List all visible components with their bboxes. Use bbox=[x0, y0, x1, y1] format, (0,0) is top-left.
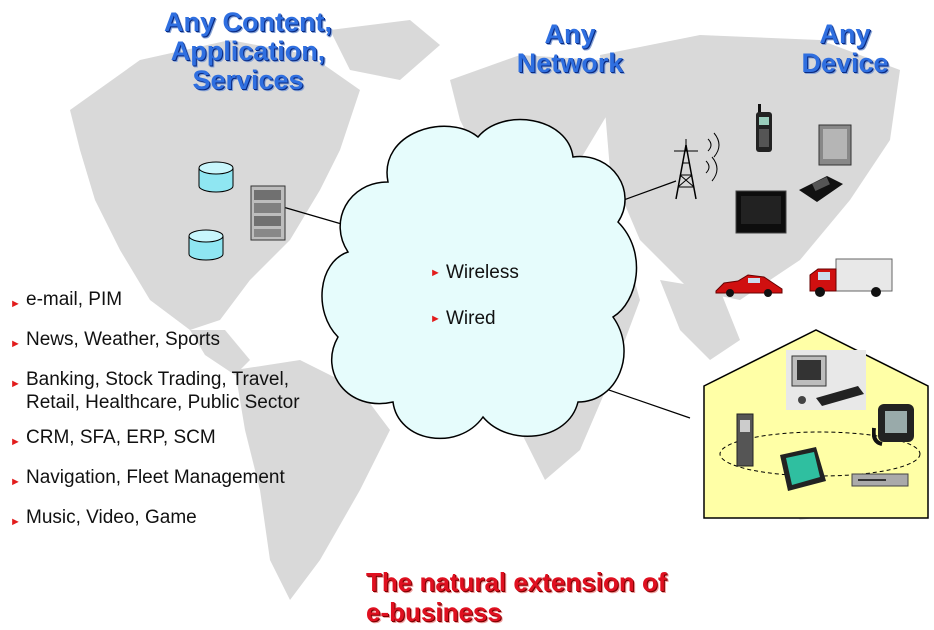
network-cloud bbox=[321, 118, 638, 440]
bullet-arrow-icon: ► bbox=[430, 313, 441, 325]
mobile-phone-icon bbox=[756, 104, 772, 152]
bullet-arrow-icon: ► bbox=[10, 476, 21, 488]
list-item: ►News, Weather, Sports bbox=[10, 328, 370, 356]
bullet-arrow-icon: ► bbox=[10, 436, 21, 448]
cloud-item-label: Wired bbox=[446, 308, 496, 329]
services-list: ►e-mail, PIM ►News, Weather, Sports ►Ban… bbox=[10, 288, 370, 546]
pda-icon bbox=[818, 124, 852, 166]
heading-device: Any Device bbox=[801, 19, 889, 78]
database-icon bbox=[198, 161, 234, 193]
cloud-item: ► Wired bbox=[430, 308, 519, 330]
laptop-icon bbox=[735, 190, 787, 234]
bullet-arrow-icon: ► bbox=[10, 298, 21, 310]
truck-icon bbox=[809, 258, 893, 297]
list-item: ►Music, Video, Game bbox=[10, 506, 370, 534]
heading-content: Any Content, Application, Services bbox=[164, 7, 332, 95]
list-item: ►e-mail, PIM bbox=[10, 288, 370, 316]
antenna-tower-icon bbox=[674, 132, 720, 200]
communicator-device-icon bbox=[799, 176, 843, 202]
bullet-arrow-icon: ► bbox=[10, 516, 21, 528]
list-item: ►Navigation, Fleet Management bbox=[10, 466, 370, 494]
dvd-player-icon bbox=[851, 473, 909, 487]
server-icon bbox=[250, 185, 286, 241]
bullet-arrow-icon: ► bbox=[430, 267, 441, 279]
cloud-item: ► Wireless bbox=[430, 262, 519, 284]
bullet-arrow-icon: ► bbox=[10, 338, 21, 350]
telephone-icon bbox=[872, 404, 914, 446]
desktop-computer-icon bbox=[786, 350, 866, 410]
tagline: The natural extension of e-business bbox=[366, 567, 667, 627]
set-top-tower-icon bbox=[736, 413, 754, 467]
list-item: ►Banking, Stock Trading, Travel, Retail,… bbox=[10, 369, 300, 413]
bullet-arrow-icon: ► bbox=[10, 378, 21, 390]
television-icon bbox=[780, 447, 826, 491]
cloud-item-label: Wireless bbox=[446, 262, 519, 283]
cloud-items: ► Wireless ► Wired bbox=[430, 262, 519, 330]
car-icon bbox=[715, 274, 783, 297]
list-item: ►CRM, SFA, ERP, SCM bbox=[10, 426, 370, 454]
heading-network: Any Network bbox=[516, 19, 624, 78]
database-icon bbox=[188, 229, 224, 261]
